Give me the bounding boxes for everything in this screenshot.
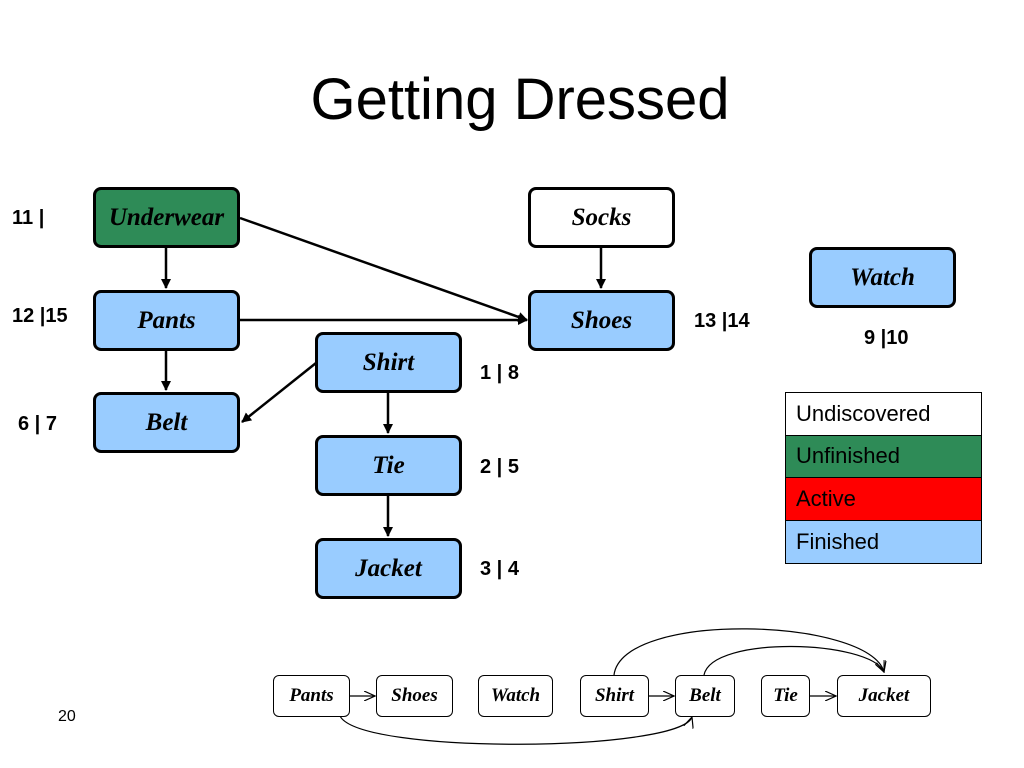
sorted-item-belt: Belt xyxy=(675,675,735,717)
time-shirt: 1 | 8 xyxy=(480,362,519,384)
node-underwear: Underwear xyxy=(93,187,240,248)
time-shoes: 13 |14 xyxy=(694,310,750,332)
node-watch-label: Watch xyxy=(850,263,915,291)
legend-unfinished: Unfinished xyxy=(786,435,981,478)
time-jacket: 3 | 4 xyxy=(480,558,519,580)
sorted-item-watch: Watch xyxy=(478,675,553,717)
node-watch: Watch xyxy=(809,247,956,308)
node-socks-label: Socks xyxy=(571,203,632,231)
node-underwear-label: Underwear xyxy=(108,203,225,231)
sorted-edge-shirt-jacket xyxy=(613,628,884,676)
sorted-item-pants: Pants xyxy=(273,675,350,717)
edge-underwear-shoes xyxy=(239,216,528,322)
node-tie: Tie xyxy=(315,435,462,496)
sorted-edge-belt-jacket xyxy=(703,645,884,676)
time-pants: 12 |15 xyxy=(12,305,68,327)
legend-active: Active xyxy=(786,478,981,521)
page-title: Getting Dressed xyxy=(310,67,730,132)
sorted-item-tie: Tie xyxy=(761,675,810,717)
time-belt: 6 | 7 xyxy=(18,413,57,435)
sorted-item-shirt: Shirt xyxy=(580,675,649,717)
node-pants-label: Pants xyxy=(137,306,196,334)
node-shoes-label: Shoes xyxy=(570,306,633,334)
node-shoes: Shoes xyxy=(528,290,675,351)
node-tie-label: Tie xyxy=(372,451,405,479)
sorted-edge-pants-belt xyxy=(339,716,692,745)
node-shirt-label: Shirt xyxy=(362,348,415,376)
node-belt-label: Belt xyxy=(145,408,188,436)
sorted-item-jacket: Jacket xyxy=(837,675,931,717)
legend-undiscovered: Undiscovered xyxy=(786,393,981,436)
time-underwear: 11 | xyxy=(12,207,45,229)
node-jacket-label: Jacket xyxy=(355,554,422,582)
legend: Undiscovered Unfinished Active Finished xyxy=(785,392,982,564)
legend-finished: Finished xyxy=(786,520,981,563)
node-socks: Socks xyxy=(528,187,675,248)
page-number: 20 xyxy=(58,708,76,725)
time-watch: 9 |10 xyxy=(864,327,909,349)
node-shirt: Shirt xyxy=(315,332,462,393)
node-pants: Pants xyxy=(93,290,240,351)
sorted-item-shoes: Shoes xyxy=(376,675,453,717)
node-belt: Belt xyxy=(93,392,240,453)
time-tie: 2 | 5 xyxy=(480,456,519,478)
edge-shirt-belt xyxy=(241,362,317,423)
node-jacket: Jacket xyxy=(315,538,462,599)
